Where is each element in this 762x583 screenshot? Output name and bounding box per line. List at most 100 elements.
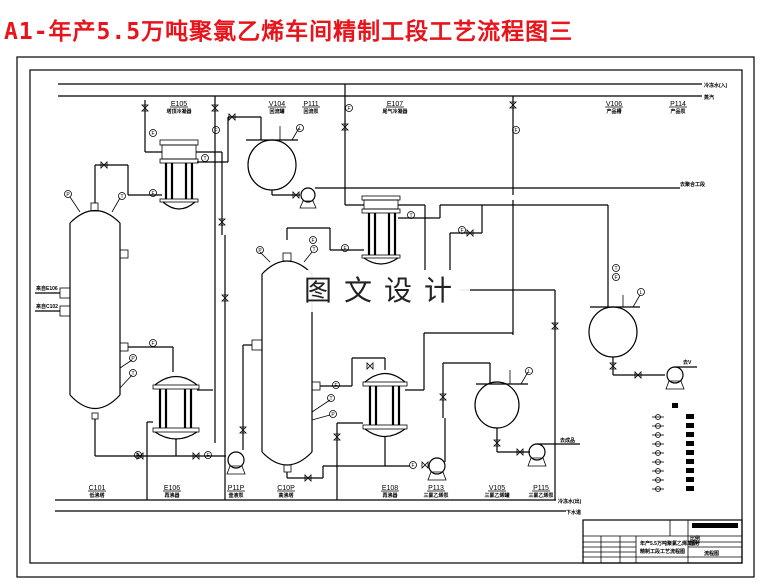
instrument-f-icon: F — [612, 273, 620, 281]
instrument-f-icon: F — [204, 451, 212, 459]
svg-text:L: L — [640, 290, 643, 296]
valve-icon — [609, 362, 617, 370]
pump-p113 — [427, 418, 447, 481]
legend-item: 液位计 — [652, 459, 694, 465]
equipment-name-p113: 三氯乙烯泵 — [423, 492, 449, 499]
equipment-tag-c101: C101 — [89, 485, 106, 492]
title-block: 年产5.5万吨聚氯乙烯车间 精制工段工艺流程图 流程图 比例 图号 — [582, 519, 743, 564]
reboiler-e106 — [146, 375, 213, 500]
outer-frame — [16, 56, 755, 578]
equipment-name-c101: 低沸塔 — [88, 492, 105, 499]
bottom-line-1-label: 冷冻水(出) — [558, 498, 582, 505]
equipment-tag-p11p: P11P — [228, 485, 245, 492]
equipment-tag-c10p: C10P — [277, 485, 295, 492]
equipment-tag-e106: E106 — [164, 485, 180, 492]
valve-icon — [509, 101, 517, 109]
valve-icon — [333, 433, 341, 441]
legend-item: 止回阀 — [652, 423, 694, 429]
drawing-title: A1-年产5.5万吨聚氯乙烯车间精制工段工艺流程图三 — [4, 19, 574, 45]
valves — [100, 101, 642, 482]
svg-text:T: T — [131, 371, 134, 377]
svg-text:F: F — [514, 128, 517, 134]
legend-item: 管道 — [652, 486, 694, 492]
svg-text:P: P — [258, 248, 262, 254]
svg-text:P: P — [331, 412, 335, 418]
title-block-drawing-no: 流程图 — [704, 550, 719, 557]
title-block-project: 年产5.5万吨聚氯乙烯车间 — [640, 540, 697, 547]
valve-icon — [292, 191, 300, 199]
legend-item: 截止阀 — [652, 414, 694, 420]
valve-icon — [366, 362, 374, 370]
pump-p111: 去聚合工段 — [299, 181, 705, 209]
top-utility-lines: 冷冻水(入) 蒸汽 — [58, 82, 728, 101]
instrument-t-icon: T — [407, 211, 415, 219]
instrument-f-icon: F — [409, 461, 417, 469]
valve-icon — [304, 474, 312, 482]
equipment-name-p111: 回流泵 — [303, 108, 319, 115]
pump-p114: 去V — [665, 359, 697, 390]
top-line-2-label: 蒸汽 — [704, 94, 714, 101]
equipment-name-v106: 产品槽 — [606, 108, 621, 115]
inner-frame — [29, 69, 743, 564]
equipment-tag-p113: P113 — [428, 485, 444, 492]
valve-icon — [221, 294, 229, 302]
equipment-tag-e108: E108 — [382, 485, 398, 492]
reboiler-e108 — [336, 332, 513, 500]
valve-icon — [211, 104, 219, 112]
equipment-tag-p114: P114 — [670, 101, 686, 108]
instrument-f-icon: F — [149, 129, 157, 137]
instrument-t-icon: T — [201, 154, 209, 162]
equipment-name-e105: 塔顶冷凝器 — [166, 108, 192, 115]
svg-text:T: T — [614, 266, 617, 272]
instrument-t-icon: T — [310, 245, 318, 253]
equipment-tag-p111: P111 — [303, 101, 318, 108]
valve-icon — [493, 439, 501, 447]
feed-2-label: 来自C102 — [35, 303, 58, 310]
instrument-t-icon: T — [118, 192, 126, 200]
svg-text:F: F — [214, 128, 217, 134]
equipment-tag-e105: E105 — [171, 101, 187, 108]
equipment-tag-v105: V105 — [489, 485, 505, 492]
pump-p11p — [226, 451, 246, 475]
instrument-t-icon: T — [129, 369, 137, 377]
title-block-drawing: 精制工段工艺流程图 — [640, 548, 685, 555]
svg-text:F: F — [411, 463, 414, 469]
equipment-tag-v106: V106 — [606, 101, 622, 108]
legend-item: 排净 — [652, 477, 694, 483]
valve-icon — [100, 161, 108, 169]
svg-text:F: F — [151, 191, 154, 197]
drum-v105 — [442, 362, 530, 453]
equipment-name-p115: 三氯乙烯泵 — [528, 492, 554, 499]
feed-1-label: 来自E106 — [35, 285, 58, 292]
svg-text:F: F — [311, 238, 314, 244]
column-c10p — [242, 251, 410, 479]
equipment-labels-bottom: C101低沸塔E106再沸器P11P釜液泵C10P高沸塔E108再沸器P113三… — [88, 485, 554, 499]
svg-text:T: T — [312, 247, 315, 253]
svg-text:P: P — [66, 192, 70, 198]
instrument-l-icon: L — [525, 367, 533, 375]
svg-text:T: T — [329, 396, 332, 402]
valve-icon — [466, 229, 474, 237]
right-outlet-label: 去V — [683, 359, 692, 366]
instrument-f-icon: F — [149, 339, 157, 347]
svg-text:F: F — [136, 453, 139, 459]
instrument-f-icon: F — [458, 226, 466, 234]
instrument-f-icon: F — [332, 381, 340, 389]
valve-icon — [634, 371, 642, 379]
instrument-l-icon: L — [637, 288, 645, 296]
valve-icon — [192, 452, 200, 460]
svg-text:L: L — [299, 126, 302, 132]
title-block-sheet: 图号 — [690, 540, 700, 547]
svg-text:F: F — [334, 383, 337, 389]
drum-v104 — [197, 116, 300, 196]
equipment-name-e106: 再沸器 — [164, 492, 180, 499]
svg-text:F: F — [151, 341, 154, 347]
instrument-f-icon: F — [212, 126, 220, 134]
valve-icon — [551, 322, 559, 330]
instrument-f-icon: F — [345, 104, 353, 112]
svg-text:F: F — [343, 246, 346, 252]
equipment-name-v104: 回流罐 — [269, 108, 284, 115]
valve-icon — [136, 452, 144, 460]
watermark: 图文设计 — [298, 270, 470, 312]
